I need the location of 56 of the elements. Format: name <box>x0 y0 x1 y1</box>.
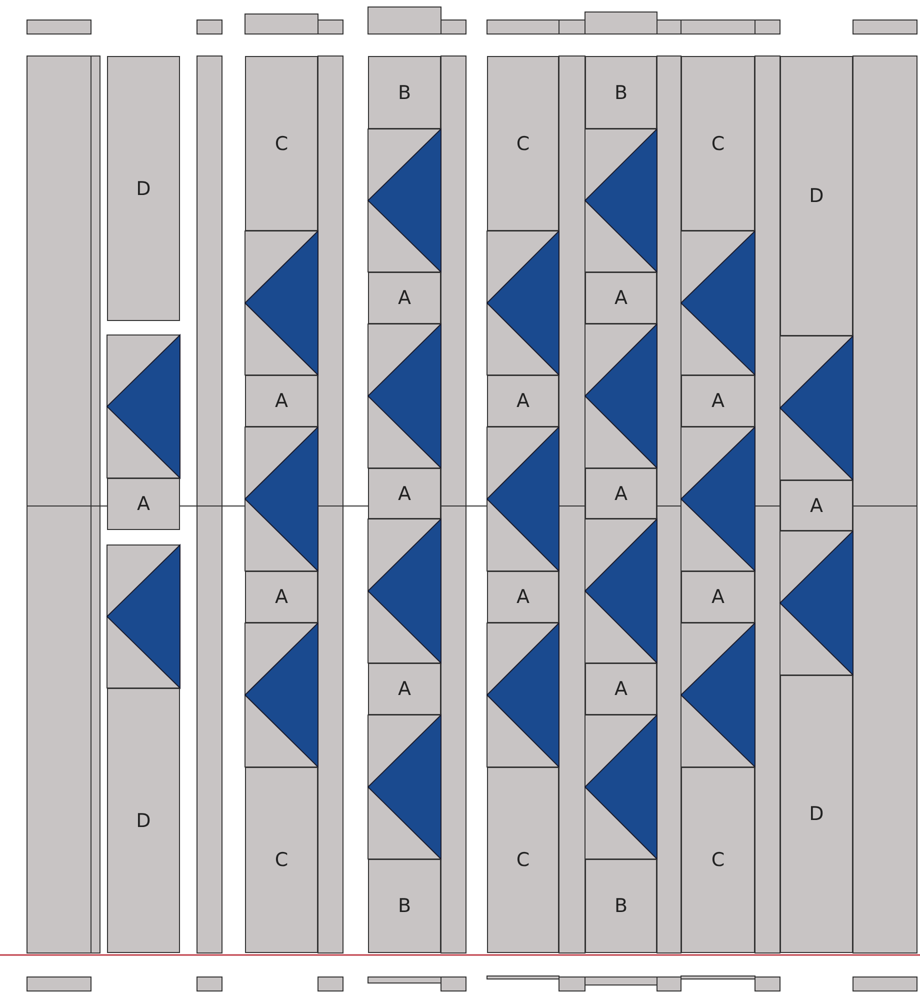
patch-letter: B <box>614 82 628 104</box>
quilt-patch <box>585 468 657 519</box>
patch-letter: C <box>274 132 288 154</box>
quilt-patch <box>487 767 559 953</box>
patch-letter: B <box>398 82 412 104</box>
quilt-patch <box>245 767 318 953</box>
patch-letter: D <box>136 178 151 200</box>
patch-letter: A <box>516 586 530 608</box>
quilt-patch <box>368 468 441 519</box>
patch-letter: A <box>810 494 823 516</box>
patch-letter: B <box>614 895 628 917</box>
quilt-patch <box>780 675 853 953</box>
quilt-patch <box>245 571 318 623</box>
patch-letter: C <box>711 849 725 871</box>
quilt-patch <box>107 688 180 953</box>
quilt-patch <box>368 663 441 715</box>
quilt-patch <box>368 272 441 324</box>
patch-letter: A <box>614 482 628 504</box>
patch-letter: A <box>712 586 724 608</box>
quilt-patch <box>487 56 559 231</box>
quilt-patch <box>585 56 657 129</box>
quilt-patch <box>585 272 657 324</box>
quilt-patch <box>681 571 755 623</box>
quilt-patch <box>681 56 755 231</box>
patch-letter: A <box>275 390 288 412</box>
patch-letter: D <box>809 185 824 207</box>
patch-letter: A <box>614 678 628 700</box>
quilt-patch <box>681 767 755 953</box>
quilt-patch <box>487 375 559 427</box>
quilt-patch <box>585 663 657 715</box>
quilt-patch <box>107 56 180 321</box>
quilt-patch <box>368 56 441 129</box>
quilt-patch <box>780 56 853 336</box>
patch-letter: D <box>809 803 824 825</box>
quilt-patch <box>487 571 559 623</box>
quilt-patch <box>780 480 853 531</box>
patch-letter: C <box>516 132 530 154</box>
patch-letter: A <box>516 390 530 412</box>
patch-letter: A <box>614 287 628 309</box>
quilt-patch <box>681 375 755 427</box>
patch-letter: C <box>711 132 725 154</box>
patch-letter: A <box>275 586 288 608</box>
quilt-patch <box>368 859 441 953</box>
quilt-patch <box>245 56 318 231</box>
quilt-patch <box>107 478 180 530</box>
patch-letter: B <box>398 895 412 917</box>
patch-letter: C <box>516 849 530 871</box>
patch-letter: A <box>712 390 724 412</box>
quilt-patch <box>245 375 318 427</box>
quilt-patch <box>585 859 657 953</box>
patch-letter: A <box>398 287 411 309</box>
patch-letter: A <box>398 482 411 504</box>
patch-letter: D <box>136 810 151 832</box>
patch-letter: A <box>137 493 150 515</box>
patch-letter: A <box>398 678 411 700</box>
patch-letter: C <box>274 849 288 871</box>
